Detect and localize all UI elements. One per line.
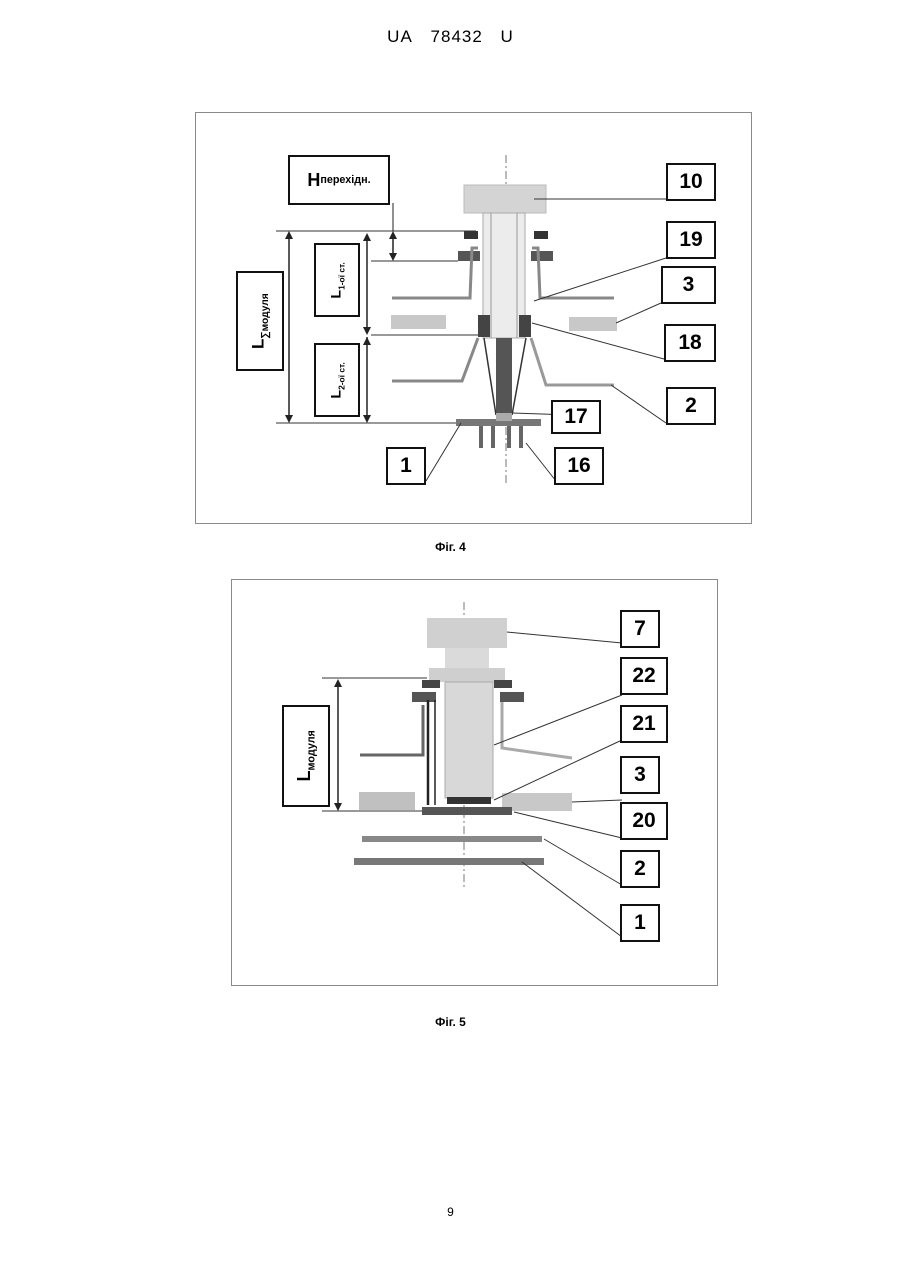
figure-5-caption: Фіг. 5 (0, 1015, 901, 1029)
callout-1: 1 (386, 447, 426, 485)
callout-3: 3 (661, 266, 716, 304)
l2-main: L (328, 390, 344, 399)
callout-18: 18 (664, 324, 716, 362)
l2-stage-label-box: L2-ої ст. (314, 343, 360, 417)
callout-3: 3 (620, 756, 660, 794)
callout-21: 21 (620, 705, 668, 743)
callout-16: 16 (554, 447, 604, 485)
l1-stage-label-box: L1-ої ст. (314, 243, 360, 317)
header-number: 78432 (431, 27, 483, 46)
l-sum-module-label-box: L∑модуля (236, 271, 284, 371)
patent-header: UA 78432 U (0, 27, 901, 47)
callout-22: 22 (620, 657, 668, 695)
l-sum-main: L (249, 338, 268, 348)
l-sum-sub: ∑модуля (260, 293, 271, 338)
callout-7: 7 (620, 610, 660, 648)
callout-19: 19 (666, 221, 716, 259)
l1-sub: 1-ої ст. (336, 262, 346, 290)
header-country: UA (387, 27, 413, 46)
figure-4: Hперехідн. L∑модуля L1-ої ст. L2-ої ст. … (195, 112, 752, 524)
figure-5: Lмодуля 7 22 21 3 20 2 1 (231, 579, 718, 986)
h-transition-label-box: Hперехідн. (288, 155, 390, 205)
header-kind: U (501, 27, 514, 46)
h-transition-main: H (307, 170, 320, 191)
page-number: 9 (0, 1205, 901, 1219)
callout-10: 10 (666, 163, 716, 201)
figure-4-caption: Фіг. 4 (0, 540, 901, 554)
l1-main: L (328, 290, 344, 299)
l-module-sub: модуля (306, 730, 318, 770)
l2-sub: 2-ої ст. (336, 362, 346, 390)
callout-2: 2 (620, 850, 660, 888)
callout-2: 2 (666, 387, 716, 425)
l-module-label-box: Lмодуля (282, 705, 330, 807)
callout-17: 17 (551, 400, 601, 434)
l-module-main: L (294, 771, 314, 782)
callout-1: 1 (620, 904, 660, 942)
callout-20: 20 (620, 802, 668, 840)
h-transition-sub: перехідн. (320, 174, 370, 186)
